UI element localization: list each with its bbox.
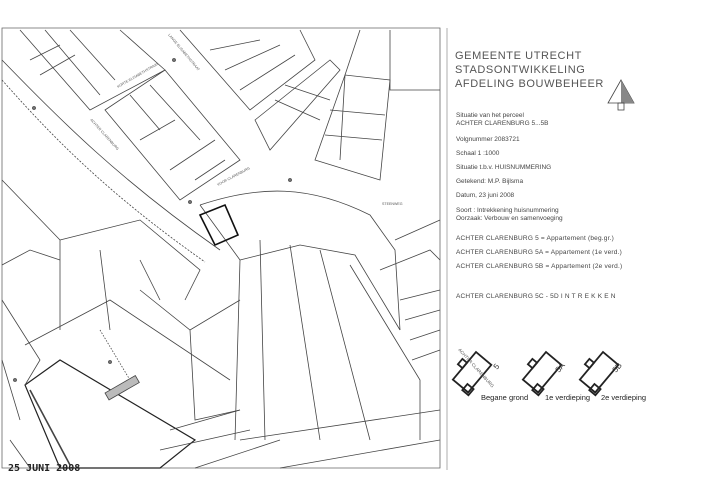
situatie-label: Situatie van het perceel [456, 112, 524, 119]
intrekken-note: ACHTER CLARENBURG 5C - 5D I N T R E K K … [456, 293, 616, 300]
street-label-lange-elisabethstraat: LANGE ELISABETHSTRAAT [167, 33, 201, 72]
north-arrow-icon [607, 79, 635, 111]
floor-plan-5-number: 5 [492, 362, 502, 372]
volgnummer: Volgnummer 2083721 [456, 136, 520, 143]
soort: Soort : Intrekkening huisnummering [456, 207, 559, 214]
apartment-5a: ACHTER CLARENBURG 5A = Appartement (1e v… [456, 249, 622, 256]
schaal: Schaal 1 :1000 [456, 150, 500, 157]
apartment-5b: ACHTER CLARENBURG 5B = Appartement (2e v… [456, 263, 623, 270]
perceel: ACHTER CLARENBURG 5...5B [456, 120, 549, 127]
street-label-achter-clarenburg: ACHTER CLARENBURG [89, 118, 119, 151]
floor-label-1e-verdieping: 1e verdieping [545, 393, 591, 402]
org-line-1: GEMEENTE UTRECHT [455, 50, 582, 62]
floor-label-2e-verdieping: 2e verdieping [601, 393, 647, 402]
datum: Datum, 23 juni 2008 [456, 192, 515, 199]
getekend: Getekend: M.P. Bijlsma [456, 178, 524, 185]
street-label-steenweg: STEENWEG [382, 202, 403, 206]
floor-plan-5b [578, 350, 620, 397]
floor-plan-5 [451, 350, 493, 397]
floor-label-begane-grond: Begane grond [481, 393, 529, 402]
floor-plan-5a [521, 350, 563, 397]
date-stamp: 25 JUNI 2008 [8, 463, 81, 474]
oorzaak: Oorzaak: Verbouw en samenvoeging [456, 215, 563, 222]
org-line-2: STADSONTWIKKELING [455, 64, 586, 76]
street-label-voor-clarenburg: VOOR CLARENBURG [217, 166, 251, 187]
situatie-tbv: Situatie t.b.v. HUISNUMMERING [456, 164, 552, 171]
org-line-3: AFDELING BOUWBEHEER [455, 78, 604, 90]
apartment-5: ACHTER CLARENBURG 5 = Appartement (beg.g… [456, 235, 614, 242]
street-label-korte-elisabethstraat: KORTE ELISABETHSTRAAT [117, 62, 160, 89]
